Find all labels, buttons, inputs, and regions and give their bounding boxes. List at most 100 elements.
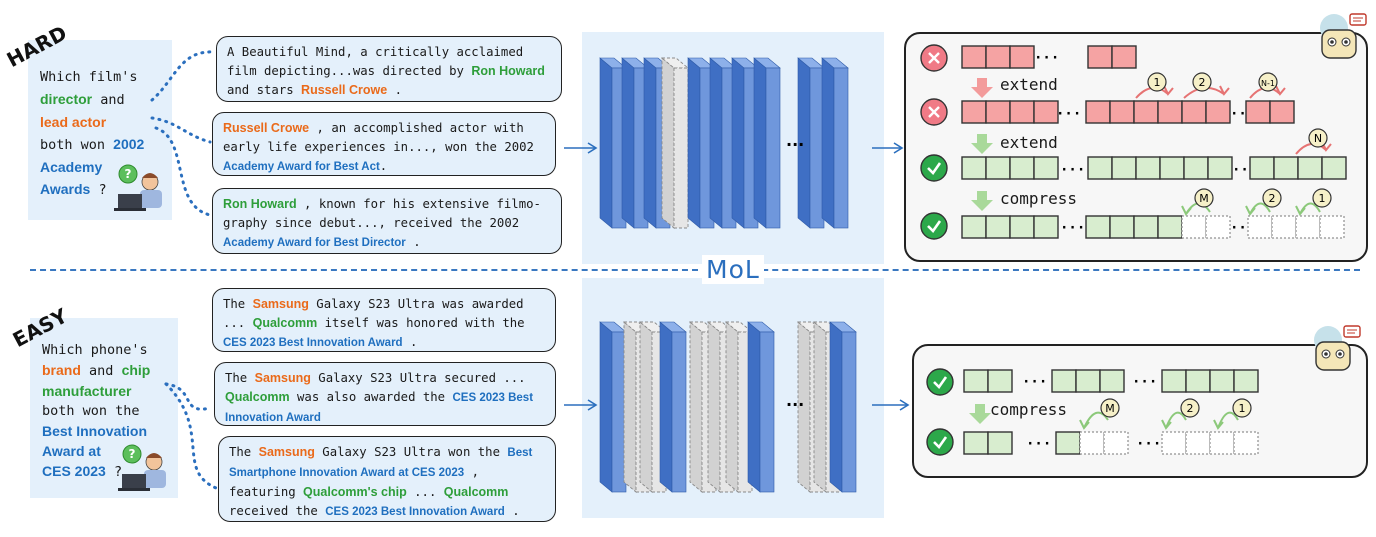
easy-doc-1: The Samsung Galaxy S23 Ultra was awarded… <box>212 288 556 352</box>
check-icon <box>920 154 948 182</box>
badge-n-1-label: N-1 <box>1261 79 1275 88</box>
check-icon <box>920 212 948 240</box>
extend-arrow-2 <box>971 134 993 154</box>
hard-step-extend-2: extend <box>1000 133 1058 152</box>
compress-curve-arrow-head <box>1245 205 1256 216</box>
cross-icon-mark <box>928 106 940 118</box>
row-ellipsis: ··· <box>1056 106 1081 122</box>
row-ellipsis: ··· <box>1060 162 1085 178</box>
kv-cells-green <box>961 156 1059 180</box>
layer-slab <box>753 57 781 229</box>
arrow-docs-to-mol-top-head <box>587 142 598 154</box>
svg-text:?: ? <box>129 447 136 461</box>
row-ellipsis: ··· <box>1136 436 1161 452</box>
badge-1-label: 1 <box>1239 402 1246 415</box>
kv-cells-red <box>961 45 1035 69</box>
robot-icon <box>1320 13 1367 59</box>
compress-curve-arrow <box>1217 411 1239 429</box>
badge-2-label: 2 <box>1199 76 1206 89</box>
badge-2 <box>1192 72 1212 92</box>
extend-curve-arrow-head <box>1219 85 1230 96</box>
kv-cells-green <box>1161 369 1259 393</box>
hard-doc-3: Ron Howard , known for his extensive fil… <box>212 188 562 254</box>
check-icon <box>926 368 954 396</box>
robot-icon <box>1314 325 1361 371</box>
layer-slab <box>821 57 849 229</box>
layer-slab <box>747 321 775 493</box>
check-icon-mark <box>933 376 948 390</box>
kv-cells-evicted <box>1247 215 1345 239</box>
check-icon-mark <box>927 220 942 234</box>
kv-cells-evicted <box>1161 431 1259 455</box>
compress-curve-arrow-head <box>1079 419 1090 430</box>
person-at-laptop-icon: ? <box>114 164 162 211</box>
kv-cells-red <box>1085 100 1231 124</box>
check-icon-mark <box>927 162 942 176</box>
badge-n-1 <box>1258 72 1278 92</box>
kv-cells-green <box>1055 431 1081 455</box>
row-ellipsis: ··· <box>1026 436 1051 452</box>
layer-slab <box>797 57 825 229</box>
kv-cells-green <box>963 369 1013 393</box>
kv-cells-evicted <box>1181 215 1231 239</box>
badge-m <box>1100 398 1120 418</box>
layer-slab <box>599 321 627 493</box>
easy-step-compress: compress <box>990 400 1068 419</box>
easy-question: Which phone's brand and chip manufacture… <box>42 342 151 480</box>
hard-doc-2: Russell Crowe , an accomplished actor wi… <box>212 112 556 176</box>
arrow-mol-to-panel-top-head <box>893 142 904 154</box>
badge-n-label: N <box>1314 132 1322 145</box>
layers-ellipsis-top: ··· <box>786 135 804 154</box>
compress-curve-arrow-head <box>1161 419 1172 430</box>
kv-cells-red <box>961 100 1059 124</box>
compress-arrow <box>971 191 993 211</box>
hard-doc-1: A Beautiful Mind, a critically acclaimed… <box>216 36 562 102</box>
badge-2 <box>1180 398 1200 418</box>
badge-m <box>1194 188 1214 208</box>
person-at-laptop-icon: ? <box>118 444 166 491</box>
kv-cells-green <box>1087 156 1233 180</box>
compress-arrow <box>969 404 991 424</box>
hard-step-extend-1: extend <box>1000 75 1058 94</box>
kv-cells-green <box>1085 215 1183 239</box>
badge-1-label: 1 <box>1319 192 1326 205</box>
easy-doc-3: The Samsung Galaxy S23 Ultra won the Bes… <box>218 436 556 522</box>
badge-1-label: 1 <box>1154 76 1161 89</box>
layer-slab <box>660 57 690 229</box>
section-divider <box>30 269 1360 271</box>
badge-1 <box>1147 72 1167 92</box>
easy-memory-panel <box>912 344 1368 478</box>
arrow-docs-to-mol-bottom-head <box>587 399 598 411</box>
compress-curve-arrow-head <box>1181 205 1192 216</box>
extend-arrow-1 <box>971 78 993 98</box>
row-ellipsis: ··· <box>1034 50 1059 66</box>
kv-cells-green <box>1249 156 1347 180</box>
extend-curve-arrow-head <box>1275 85 1286 96</box>
arrow-mol-to-panel-bottom-head <box>899 399 910 411</box>
layers-ellipsis-bottom: ··· <box>786 395 804 414</box>
hard-step-compress: compress <box>1000 189 1078 208</box>
easy-doc-2: The Samsung Galaxy S23 Ultra secured ...… <box>214 362 556 426</box>
row-ellipsis: ··· <box>1022 374 1047 390</box>
check-icon <box>926 428 954 456</box>
cross-icon-mark <box>928 52 940 64</box>
kv-cells-red <box>1245 100 1295 124</box>
connector-line <box>154 126 212 217</box>
connector-line <box>150 116 212 144</box>
check-icon-mark <box>933 436 948 450</box>
compress-curve-arrow-head <box>1213 419 1224 430</box>
connector-line <box>150 50 216 102</box>
badge-m-label: M <box>1199 192 1209 205</box>
badge-2 <box>1262 188 1282 208</box>
row-ellipsis: ··· <box>1132 374 1157 390</box>
layer-slab <box>829 321 857 493</box>
compress-curve-arrow <box>1165 411 1187 429</box>
compress-curve-arrow-head <box>1295 205 1306 216</box>
badge-1 <box>1312 188 1332 208</box>
badge-1 <box>1232 398 1252 418</box>
kv-cells-green <box>963 431 1013 455</box>
kv-cells-green <box>1051 369 1125 393</box>
badge-2-label: 2 <box>1269 192 1276 205</box>
mol-label: MoL <box>702 255 764 284</box>
badge-m-label: M <box>1105 402 1115 415</box>
